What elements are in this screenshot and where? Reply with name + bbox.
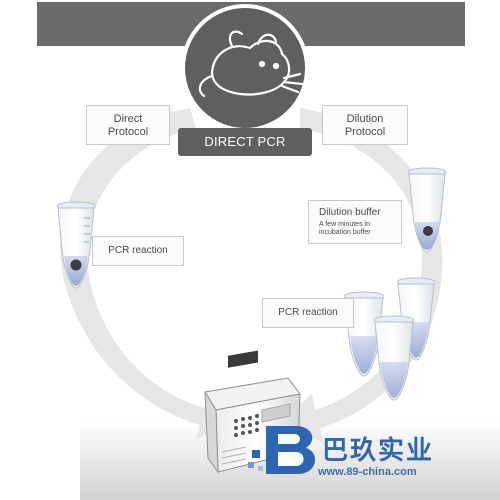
dilution-protocol-line1: Dilution bbox=[346, 113, 384, 125]
dilution-buffer-note-1: A few minutes in bbox=[319, 221, 370, 228]
right-pcr-reaction-label: PCR reaction bbox=[262, 298, 354, 328]
watermark-url: www.89-china.com bbox=[318, 466, 417, 478]
left-arrow-band bbox=[60, 108, 235, 440]
dilution-buffer-note-2: incubation buffer bbox=[319, 229, 371, 236]
direct-protocol-line1: Direct bbox=[113, 113, 143, 125]
tube-icon bbox=[373, 315, 415, 401]
center-title: DIRECT PCR bbox=[204, 134, 286, 149]
brand-b-icon bbox=[248, 426, 316, 474]
tube-icon bbox=[407, 167, 447, 253]
left-pcr-reaction-label: PCR reaction bbox=[92, 236, 184, 266]
dilution-protocol-line2: Protocol bbox=[344, 126, 386, 138]
direct-protocol-line2: Protocol bbox=[107, 126, 149, 138]
direct-protocol-label: Direct Protocol bbox=[86, 105, 170, 145]
right-arrow-band bbox=[282, 108, 443, 444]
mouse-icon bbox=[198, 30, 304, 98]
center-pill bbox=[178, 128, 312, 156]
watermark-brand: 巴玖实业 bbox=[322, 435, 435, 465]
tube-icon bbox=[343, 291, 385, 377]
dilution-protocol-label: Dilution Protocol bbox=[322, 105, 408, 145]
tube-icon bbox=[56, 201, 96, 289]
dilution-buffer-title: Dilution buffer bbox=[319, 207, 381, 218]
dilution-buffer-label: Dilution buffer A few minutes in incubat… bbox=[308, 200, 402, 244]
